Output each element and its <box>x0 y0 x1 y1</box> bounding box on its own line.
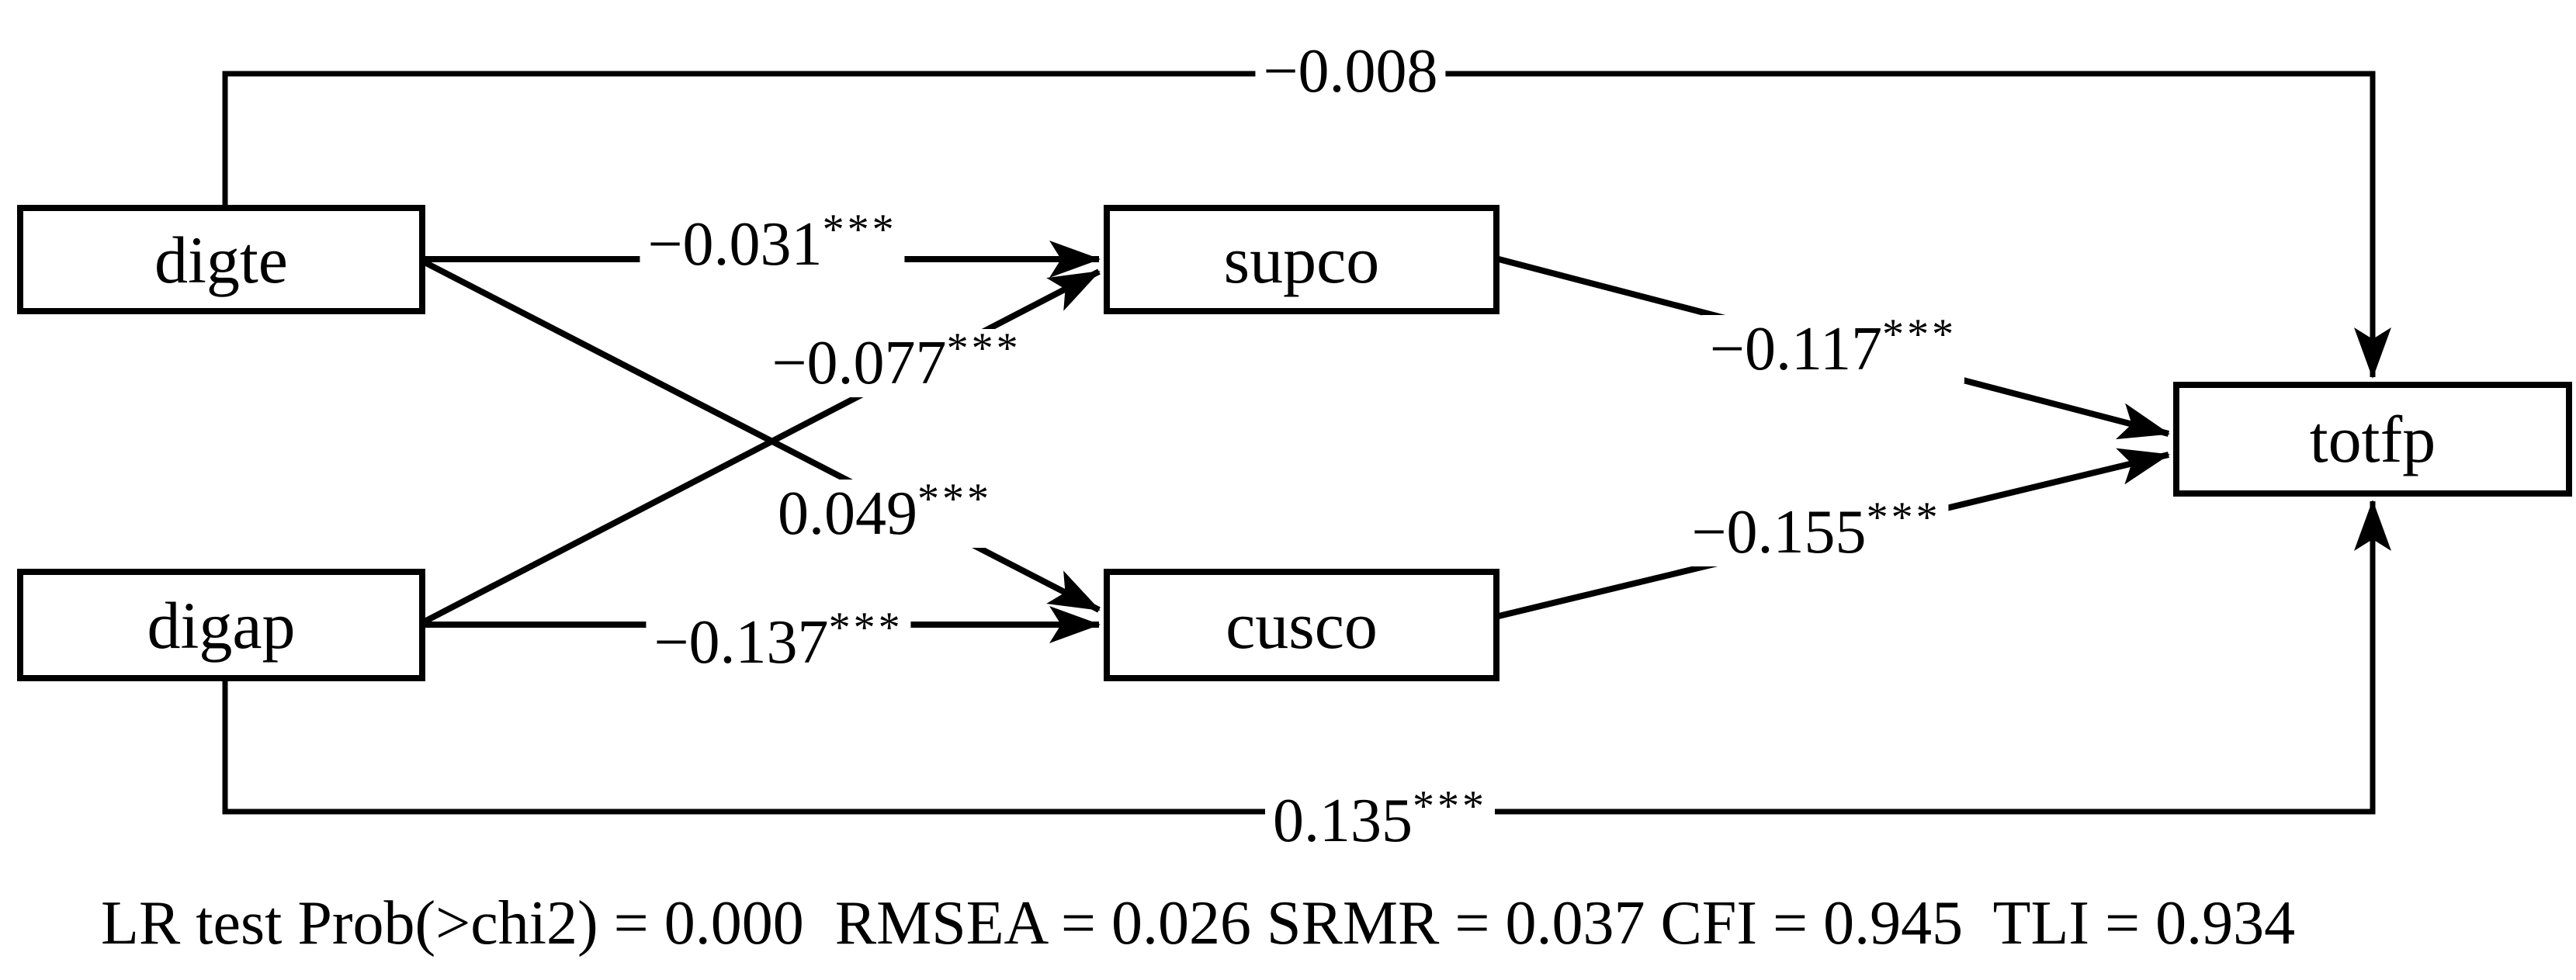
node-supco: supco <box>1104 205 1499 314</box>
edge-label-digte-totfp: −0.008 <box>1255 37 1446 106</box>
edge-label-digap-supco: −0.077*** <box>764 327 1029 397</box>
edge-label-digap-totfp: 0.135*** <box>1265 784 1495 855</box>
edge-label-digte-supco: −0.031*** <box>640 208 905 279</box>
coef-value: −0.117 <box>1709 315 1883 383</box>
coef-value: −0.031 <box>647 210 823 279</box>
coef-stars: *** <box>1413 782 1487 831</box>
node-cusco-label: cusco <box>1226 587 1378 663</box>
coef-stars: *** <box>828 604 903 653</box>
node-supco-label: supco <box>1223 222 1380 297</box>
edge-label-cusco-totfp: −0.155*** <box>1683 496 1949 566</box>
coef-value: −0.008 <box>1263 37 1438 106</box>
edge-label-digte-cusco: 0.049*** <box>770 477 1000 548</box>
node-digte: digte <box>17 205 425 314</box>
coef-value: 0.049 <box>778 480 917 548</box>
node-digap: digap <box>17 569 425 681</box>
node-totfp: totfp <box>2173 382 2572 497</box>
edge-label-supco-totfp: −0.117*** <box>1701 313 1965 383</box>
node-cusco: cusco <box>1104 569 1499 681</box>
fit-statistics-text: LR test Prob(>chi2) = 0.000 RMSEA = 0.02… <box>101 889 2296 957</box>
coef-value: −0.077 <box>771 329 947 397</box>
coef-stars: *** <box>1882 310 1957 359</box>
coef-value: −0.155 <box>1691 498 1867 566</box>
coef-stars: *** <box>917 475 992 524</box>
node-digap-label: digap <box>147 587 296 663</box>
arrow-digte-cusco <box>423 259 1101 613</box>
node-digte-label: digte <box>154 222 288 297</box>
edge-label-digap-cusco: −0.137*** <box>646 606 911 677</box>
coef-stars: *** <box>822 206 897 255</box>
coef-stars: *** <box>1866 493 1941 542</box>
coef-value: 0.135 <box>1273 787 1413 855</box>
coef-value: −0.137 <box>654 608 829 677</box>
node-totfp-label: totfp <box>2309 402 2436 476</box>
coef-stars: *** <box>946 324 1021 373</box>
